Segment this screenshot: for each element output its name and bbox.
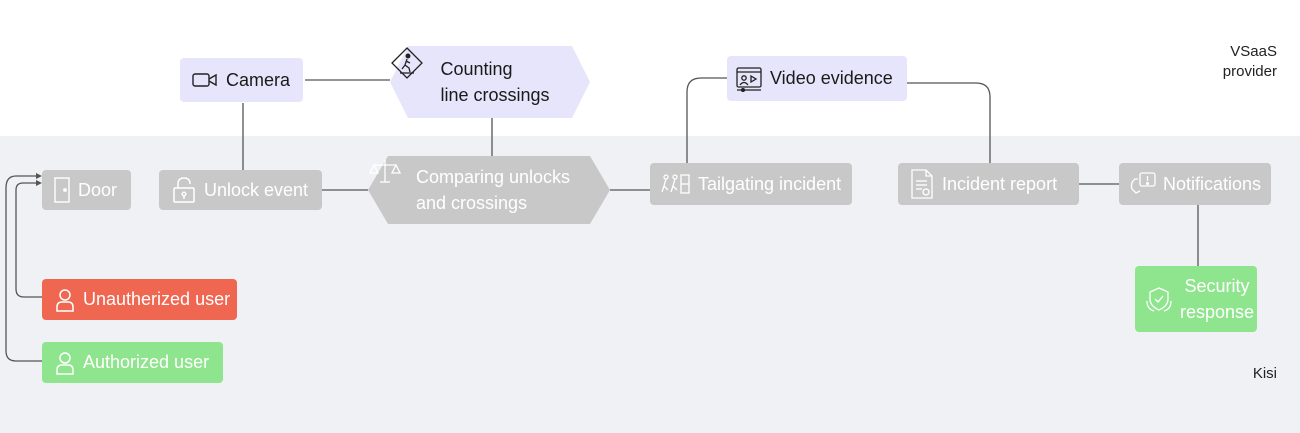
security-response-line1: Security [1184,276,1250,296]
incident-report-node: Incident report [898,163,1079,205]
security-response-line2: response [1180,302,1255,322]
vsaas-zone-label: VSaaS provider [1223,42,1277,82]
incident-report-label: Incident report [942,173,1058,194]
unauthorized-user-node: Unautherized user [42,279,237,320]
camera-node: Camera [180,58,303,102]
video-player-icon [736,66,762,92]
user-icon [55,288,75,312]
kisi-zone-label: Kisi [1252,365,1277,382]
notification-icon [1129,171,1159,197]
camera-label: Camera [226,69,291,90]
comparing-label-line1: Comparing unlocks [415,167,571,187]
arrowhead-authorized [36,173,42,179]
comparing-label-line2: and crossings [415,193,528,213]
tailgating-icon [660,172,690,196]
counting-node: Counting line crossings [390,46,590,118]
notifications-node: Notifications [1119,163,1271,205]
vsaas-label-line2: provider [1222,63,1277,80]
authorized-user-label: Authorized user [83,352,210,372]
unlock-event-node: Unlock event [159,170,322,210]
authorized-user-node: Authorized user [42,342,223,383]
door-label: Door [78,179,118,200]
connector-video-report [907,82,991,163]
padlock-icon [172,176,196,204]
unauthorized-user-label: Unautherized user [83,289,231,309]
vsaas-label-line1: VSaaS [1230,43,1277,60]
connector-tailgating-video [686,77,727,163]
user-icon [55,351,75,375]
counting-label-line2: line crossings [440,85,550,105]
notifications-label: Notifications [1163,173,1262,194]
camera-icon [192,71,218,89]
shield-check-icon [1144,284,1174,314]
tailgating-incident-node: Tailgating incident [650,163,852,205]
comparing-node: Comparing unlocks and crossings [368,156,610,224]
door-icon [54,177,70,203]
document-icon [910,169,934,199]
counting-label-line1: Counting [440,59,513,79]
arrowhead-unauthorized [36,180,42,186]
tailgating-incident-label: Tailgating incident [698,173,842,194]
unlock-event-label: Unlock event [204,179,309,200]
security-response-node: Security response [1135,266,1257,332]
door-node: Door [42,170,131,210]
video-evidence-label: Video evidence [770,68,893,88]
connector-unauthorized-door [15,182,42,298]
connector-authorized-door [5,175,42,362]
video-evidence-node: Video evidence [727,56,907,101]
